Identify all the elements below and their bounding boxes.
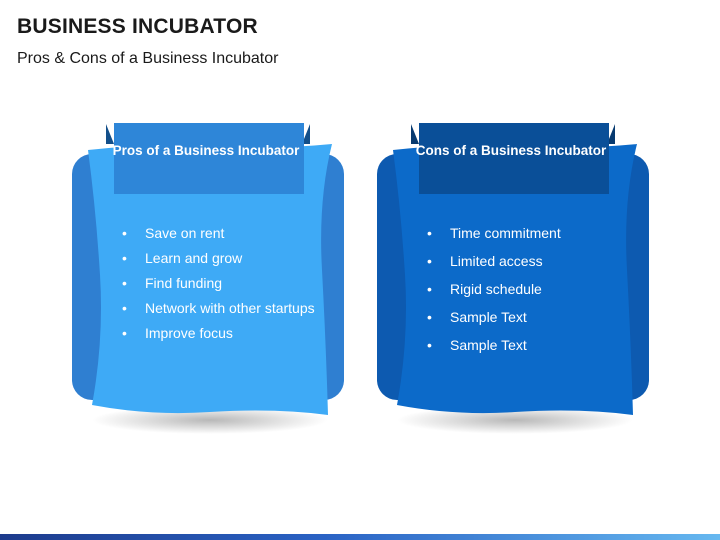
cons-panel: Cons of a Business Incubator •Time commi… — [375, 120, 655, 440]
pros-card-front — [88, 144, 332, 415]
cons-header-ribbon — [419, 123, 609, 194]
bullet-icon: • — [122, 225, 127, 241]
footer-gradient-bar — [0, 534, 720, 540]
list-item: •Rigid schedule — [427, 281, 542, 297]
list-item: •Find funding — [122, 275, 223, 291]
bullet-icon: • — [427, 225, 432, 241]
pros-list: •Save on rent •Learn and grow •Find fund… — [122, 224, 322, 349]
page-title: BUSINESS INCUBATOR — [17, 15, 258, 38]
cons-list: •Time commitment •Limited access •Rigid … — [427, 224, 627, 364]
bullet-icon: • — [427, 337, 432, 353]
list-item: •Sample Text — [427, 337, 527, 353]
bullet-icon: • — [122, 325, 127, 341]
bullet-icon: • — [427, 253, 432, 269]
pros-header-ribbon — [114, 123, 304, 194]
bullet-icon: • — [122, 275, 127, 291]
pros-header-fold-left — [106, 124, 114, 144]
pros-panel: Pros of a Business Incubator •Save on re… — [70, 120, 350, 440]
list-item: •Time commitment — [427, 225, 561, 241]
cons-card-graphic — [377, 123, 649, 434]
pros-header: Pros of a Business Incubator — [112, 143, 300, 158]
bullet-icon: • — [427, 309, 432, 325]
cons-header: Cons of a Business Incubator — [415, 143, 607, 158]
bullet-icon: • — [122, 300, 127, 316]
list-item: •Sample Text — [427, 309, 527, 325]
bullet-icon: • — [427, 281, 432, 297]
page-subtitle: Pros & Cons of a Business Incubator — [17, 50, 279, 67]
list-item: •Improve focus — [122, 325, 233, 341]
list-item: •Learn and grow — [122, 250, 243, 266]
cons-header-fold-left — [411, 124, 419, 144]
list-item: •Save on rent — [122, 225, 225, 241]
list-item: •Network with other startups — [122, 300, 315, 316]
cons-card-shadow — [397, 406, 633, 434]
pros-card-graphic — [72, 123, 344, 434]
cons-card-front — [393, 144, 637, 415]
list-item: •Limited access — [427, 253, 543, 269]
pros-card-shadow — [92, 406, 328, 434]
bullet-icon: • — [122, 250, 127, 266]
